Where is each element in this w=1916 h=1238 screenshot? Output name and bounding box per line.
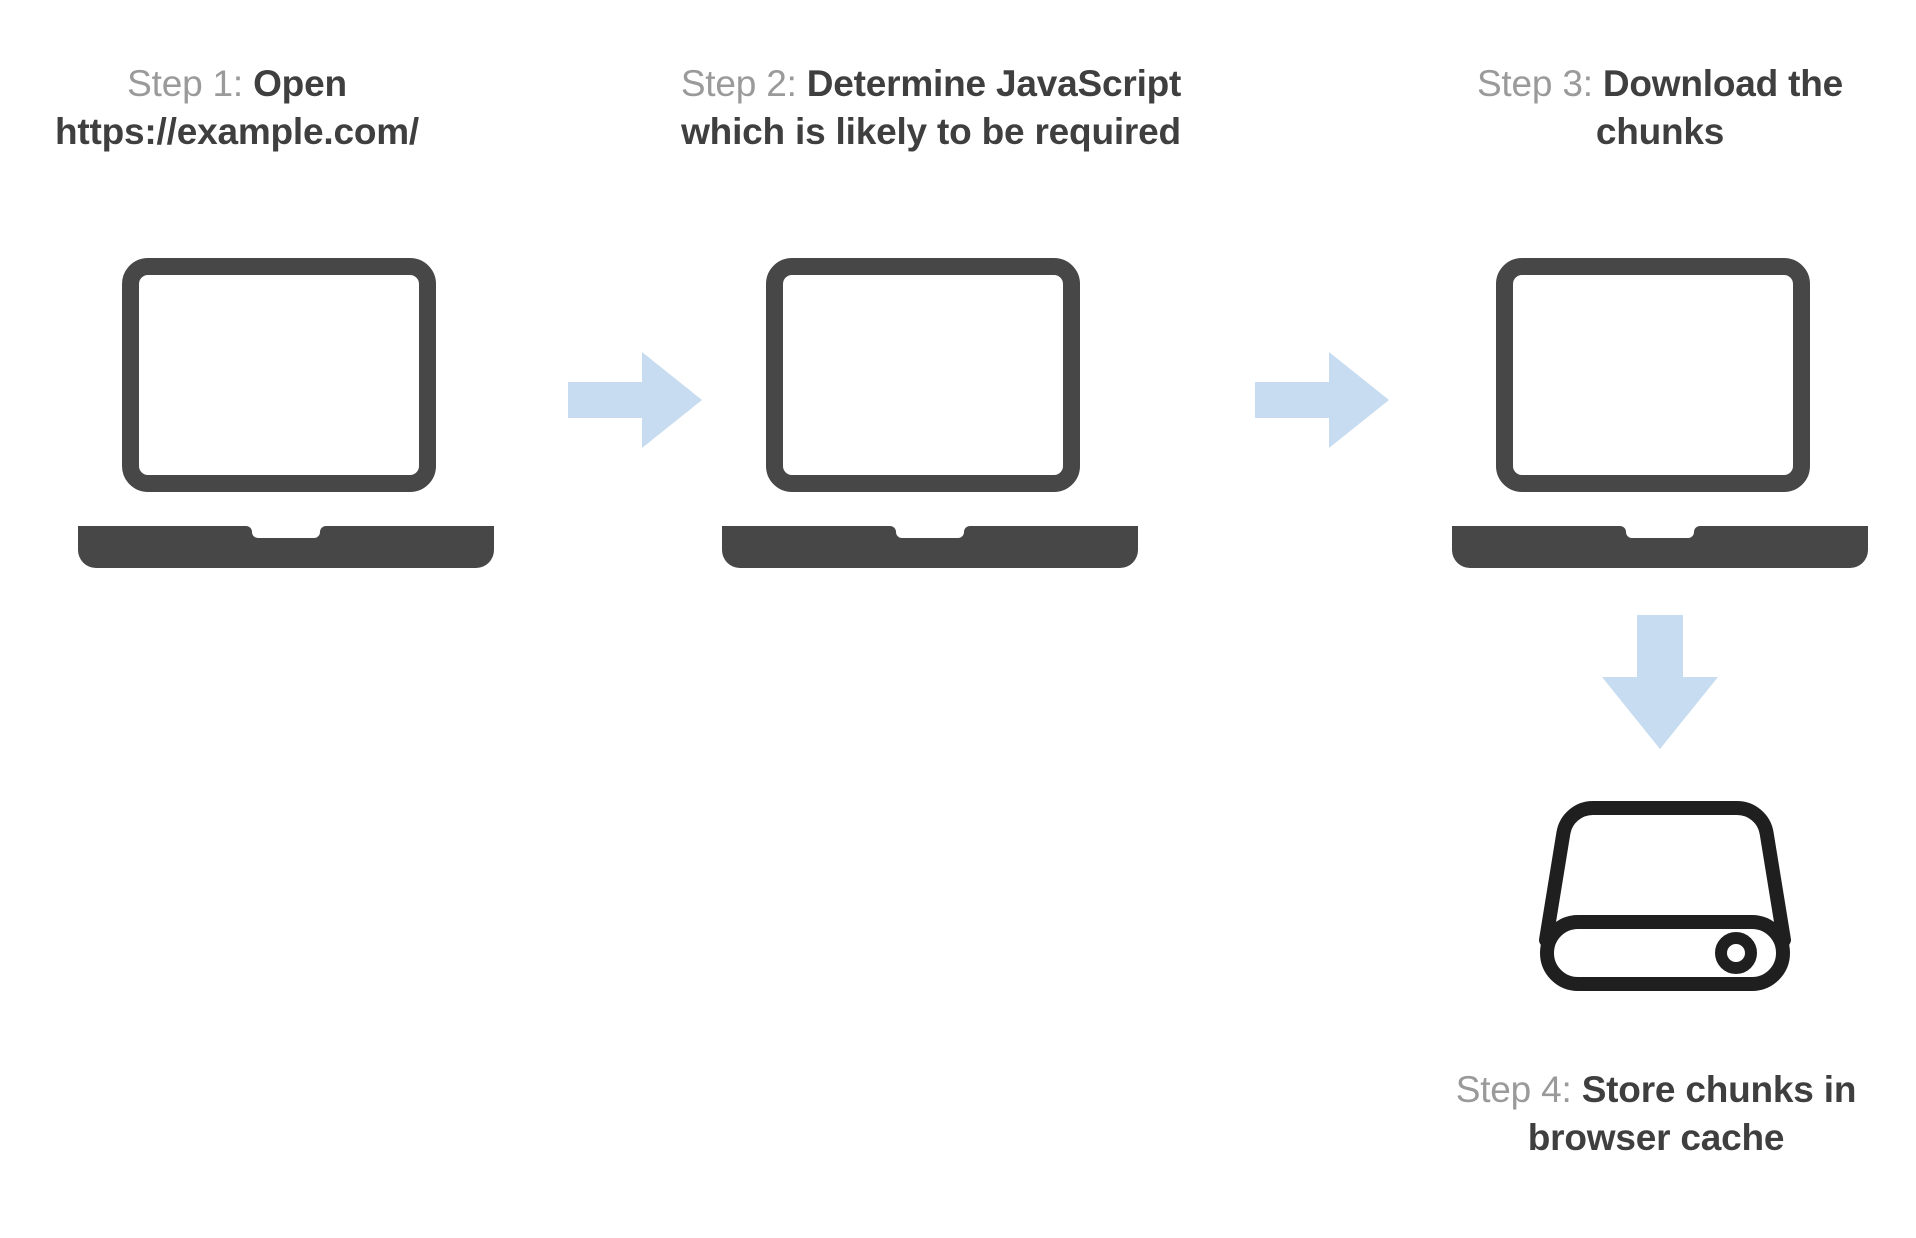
step-4-label: Step 4:: [1455, 1069, 1572, 1110]
laptop-base: [1452, 524, 1868, 568]
hard-drive-icon-step-4: [1539, 792, 1791, 992]
arrow-right-icon-2: [1255, 352, 1389, 448]
laptop-icon-step-1: [78, 258, 494, 568]
step-3-caption: Step 3: Download the chunks: [1440, 60, 1880, 156]
step-4-title: Store chunks in browser cache: [1527, 1069, 1857, 1159]
laptop-icon-step-2: [722, 258, 1138, 568]
step-1-label: Step 1:: [127, 63, 243, 104]
step-4-caption: Step 4: Store chunks in browser cache: [1436, 1066, 1876, 1162]
step-2-label: Step 2:: [680, 63, 797, 104]
step-3-title: Download the chunks: [1595, 63, 1844, 153]
laptop-base: [78, 524, 494, 568]
step-2-caption: Step 2: Determine JavaScript which is li…: [636, 60, 1226, 156]
step-2-title: Determine JavaScript which is likely to …: [681, 63, 1182, 153]
laptop-base: [722, 524, 1138, 568]
arrow-down-icon-3: [1602, 615, 1718, 749]
laptop-screen: [1496, 258, 1810, 492]
step-1-title: Open https://example.com/: [54, 63, 420, 153]
arrow-right-icon-1: [568, 352, 702, 448]
laptop-icon-step-3: [1452, 258, 1868, 568]
laptop-screen: [766, 258, 1080, 492]
step-3-label: Step 3:: [1476, 63, 1593, 104]
laptop-screen: [122, 258, 436, 492]
step-1-caption: Step 1: Open https://example.com/: [22, 60, 452, 156]
